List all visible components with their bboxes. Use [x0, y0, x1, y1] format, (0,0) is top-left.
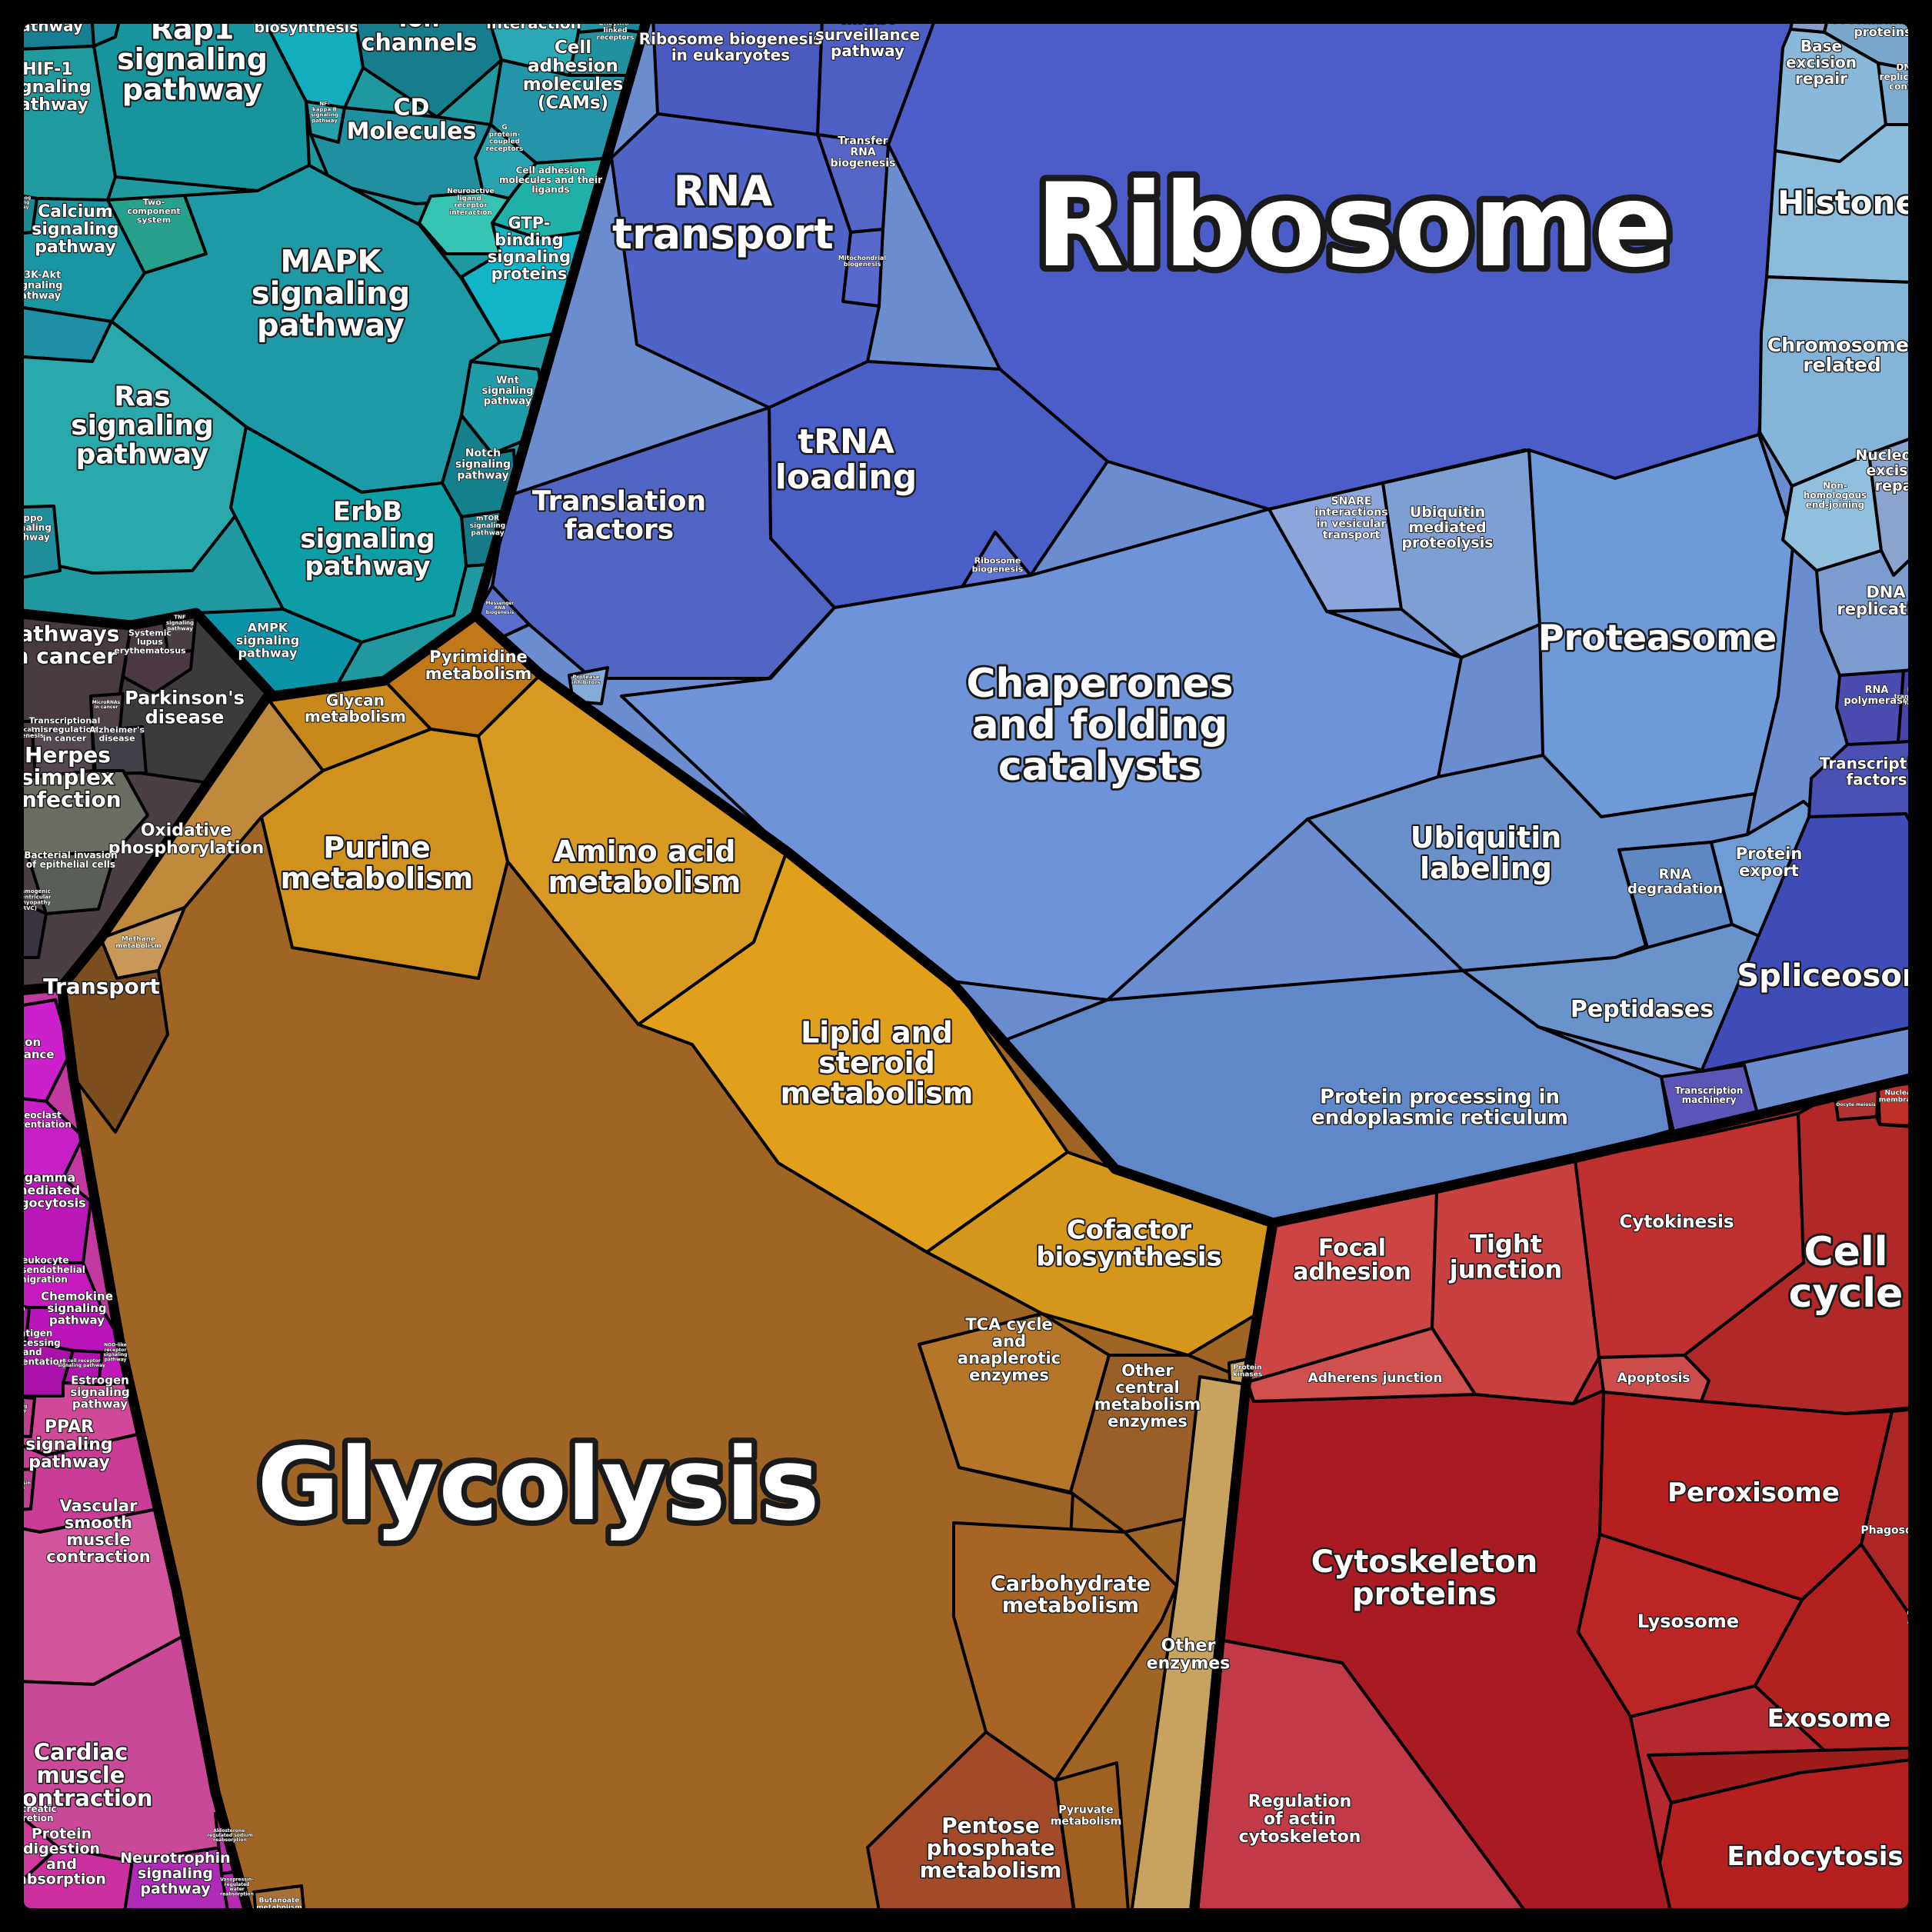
cell-ion-channels[interactable] — [351, 0, 503, 118]
cell-exosome[interactable] — [1754, 1543, 1932, 1772]
cell-carbohydrate-metabolism[interactable] — [952, 1521, 1178, 1782]
cell-transport[interactable] — [62, 937, 169, 1134]
cell-pentose-phosphate-metabolism[interactable] — [866, 1730, 1078, 1932]
cell-adherens-junction[interactable] — [1246, 1327, 1477, 1403]
cell-transcriptional-misregulation-in-cancer[interactable] — [31, 729, 95, 778]
cell-endocytosis[interactable] — [1658, 1756, 1932, 1932]
cell-dna-replication[interactable] — [1815, 537, 1932, 677]
cell-micrornas-in-cancer[interactable] — [89, 692, 125, 732]
cell-purine-metabolism[interactable] — [260, 728, 509, 980]
cell-rna-polymerase[interactable] — [1835, 669, 1905, 746]
cell-transcription-factors[interactable] — [1807, 738, 1932, 864]
cell-ubiquitin-mediated-proteolysis[interactable] — [1381, 448, 1541, 659]
cell-proteasome[interactable] — [1527, 433, 1795, 818]
cell-rna-transport[interactable] — [610, 112, 881, 409]
cell-erbb-signaling-pathway[interactable] — [229, 425, 468, 644]
cell-cell-cycle[interactable] — [1683, 1092, 1932, 1415]
category-organismal-systems-outline — [0, 981, 259, 1932]
cell-alzheimers-disease[interactable] — [91, 725, 148, 775]
cell-steroid-hormone-biosynthesis[interactable] — [252, 0, 365, 109]
category-cellular-processes-outline — [1187, 1068, 1932, 1932]
cell-lysosome[interactable] — [1577, 1533, 1804, 1718]
cell-bacterial-invasion-of-epithelial-cells[interactable] — [26, 851, 117, 915]
